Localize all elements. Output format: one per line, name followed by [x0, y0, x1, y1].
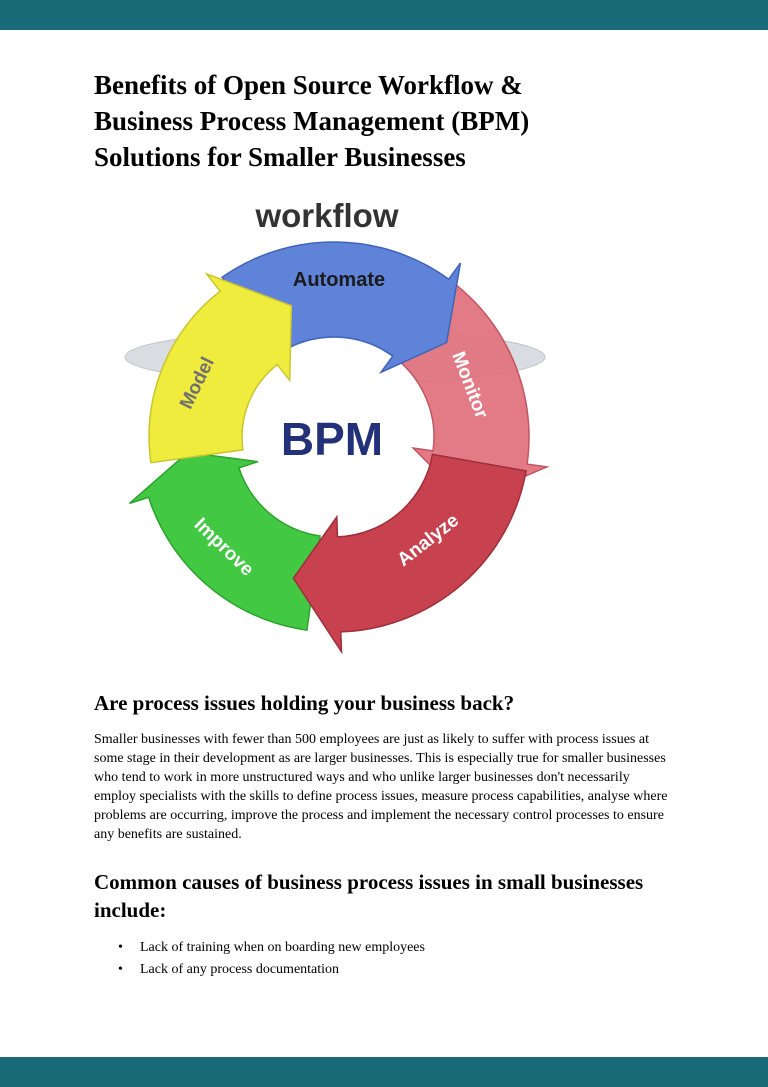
- bpm-cycle-diagram: workflow BPM Automate Monitor Analyze Im…: [124, 197, 550, 655]
- bpm-cycle-figure: workflow BPM Automate Monitor Analyze Im…: [94, 187, 554, 667]
- automate-arrow-label: Automate: [293, 269, 385, 291]
- hub-background: [235, 338, 433, 536]
- intro-paragraph: Smaller businesses with fewer than 500 e…: [94, 732, 668, 842]
- page-title-line-2: Business Process Management (BPM): [94, 106, 530, 136]
- causes-bullet-list: Lack of training when on boarding new em…: [94, 937, 672, 981]
- section-heading-common-causes: Common causes of business process issues…: [94, 870, 644, 922]
- workflow-label: workflow: [254, 197, 398, 234]
- section-heading-process-issues: Are process issues holding your business…: [94, 691, 515, 715]
- bullet-item: Lack of any process documentation: [94, 959, 672, 981]
- model-arrow: [148, 272, 293, 464]
- page-frame-top: [0, 0, 768, 30]
- page-frame-bottom: [0, 1057, 768, 1087]
- document-page: Benefits of Open Source Workflow & Busin…: [0, 0, 768, 981]
- page-title: Benefits of Open Source Workflow & Busin…: [94, 67, 672, 175]
- analyze-arrow: [292, 453, 527, 655]
- improve-arrow: [129, 451, 321, 631]
- bullet-item: Lack of training when on boarding new em…: [94, 937, 672, 959]
- page-title-line-1: Benefits of Open Source Workflow &: [94, 70, 523, 100]
- page-title-line-3: Solutions for Smaller Businesses: [94, 142, 466, 172]
- bpm-center-label: BPM: [281, 413, 383, 465]
